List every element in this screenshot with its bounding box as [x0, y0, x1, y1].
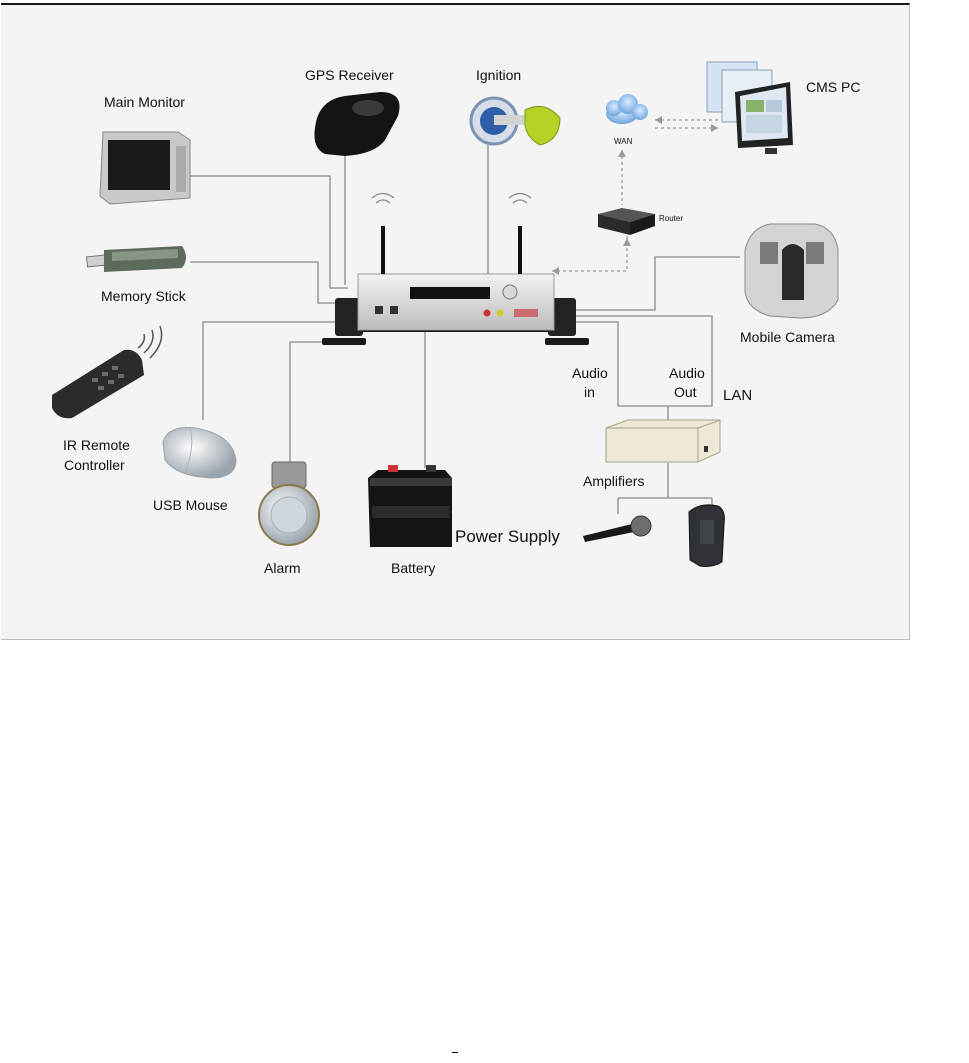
line-memory-stick: [190, 262, 345, 303]
battery-icon: [368, 465, 452, 547]
mobile-dvr-unit: [322, 226, 589, 345]
label-mobile-camera: Mobile Camera: [740, 329, 835, 345]
microphone-icon: [583, 516, 651, 542]
label-power-supply: Power Supply: [455, 527, 560, 546]
line-alarm: [290, 342, 355, 462]
label-ir-remote-line2: Controller: [64, 457, 125, 473]
page-marker: [452, 1052, 458, 1053]
line-monitor: [190, 176, 348, 288]
system-connection-diagram: Main Monitor GPS Receiver Ignition WAN C…: [0, 0, 909, 640]
label-gps-receiver: GPS Receiver: [305, 67, 394, 83]
label-alarm: Alarm: [264, 560, 301, 576]
monitor-icon: [100, 132, 190, 204]
gps-receiver-icon: [314, 92, 399, 156]
label-audio-out-line1: Audio: [669, 365, 705, 381]
mobile-camera-icon: [745, 224, 838, 318]
line-camera: [560, 257, 740, 310]
dashed-router-dvr: [552, 236, 627, 271]
label-cms-pc: CMS PC: [806, 79, 860, 95]
label-lan: LAN: [723, 387, 752, 404]
network-dashed-lines: [552, 120, 718, 271]
label-memory-stick: Memory Stick: [101, 288, 187, 304]
label-usb-mouse: USB Mouse: [153, 497, 228, 513]
label-battery: Battery: [391, 560, 435, 576]
router-icon: [598, 208, 655, 235]
memory-stick-icon: [87, 246, 186, 272]
wireless-signal-icons: [372, 194, 531, 204]
ignition-key-icon: [471, 98, 560, 145]
cms-pc-icon: [707, 62, 793, 154]
label-ignition: Ignition: [476, 67, 521, 83]
amplifier-icon: [606, 420, 720, 462]
ir-remote-icon: [52, 326, 162, 418]
wan-cloud-icon: [606, 94, 648, 124]
usb-mouse-icon: [163, 428, 236, 478]
arrowheads: [552, 116, 718, 275]
speaker-icon: [689, 505, 724, 567]
line-audio-in: [560, 322, 668, 406]
alarm-icon: [259, 462, 319, 545]
label-audio-in-line1: Audio: [572, 365, 608, 381]
label-audio-in-line2: in: [584, 384, 595, 400]
label-amplifiers: Amplifiers: [583, 473, 644, 489]
label-ir-remote-line1: IR Remote: [63, 437, 130, 453]
label-main-monitor: Main Monitor: [104, 94, 185, 110]
line-usb-mouse: [203, 322, 345, 420]
label-audio-out-line2: Out: [674, 384, 697, 400]
label-wan: WAN: [614, 137, 633, 146]
label-router: Router: [659, 214, 683, 223]
